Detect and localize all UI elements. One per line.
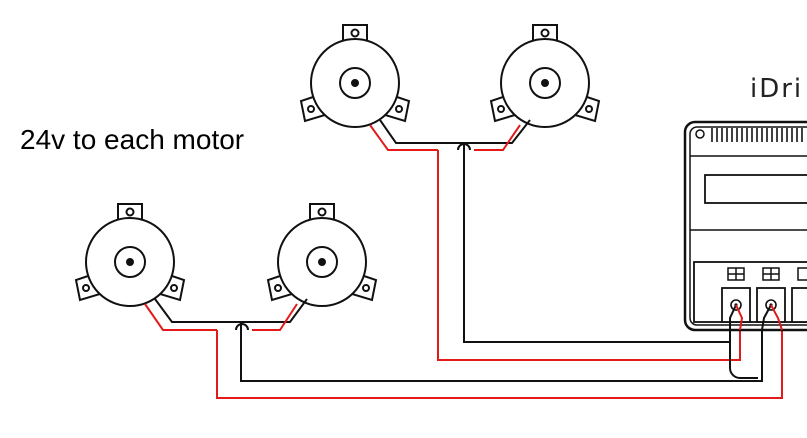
annotation-text: 24v to each motor — [20, 124, 245, 155]
motor-top-left — [300, 24, 410, 128]
controller-device — [683, 120, 807, 332]
top-motor-leads — [369, 119, 531, 151]
vent-fins — [711, 128, 803, 142]
motor-bottom-right — [267, 203, 377, 307]
mount-hole — [695, 129, 705, 139]
display-window — [704, 174, 807, 204]
motor-top-right — [490, 24, 600, 128]
bottom-motor-leads — [144, 298, 308, 331]
terminal-labels — [727, 267, 807, 281]
controller-label: iDri — [750, 74, 804, 104]
motor-bottom-left — [75, 203, 185, 307]
bottom-pair-wires — [216, 318, 783, 399]
